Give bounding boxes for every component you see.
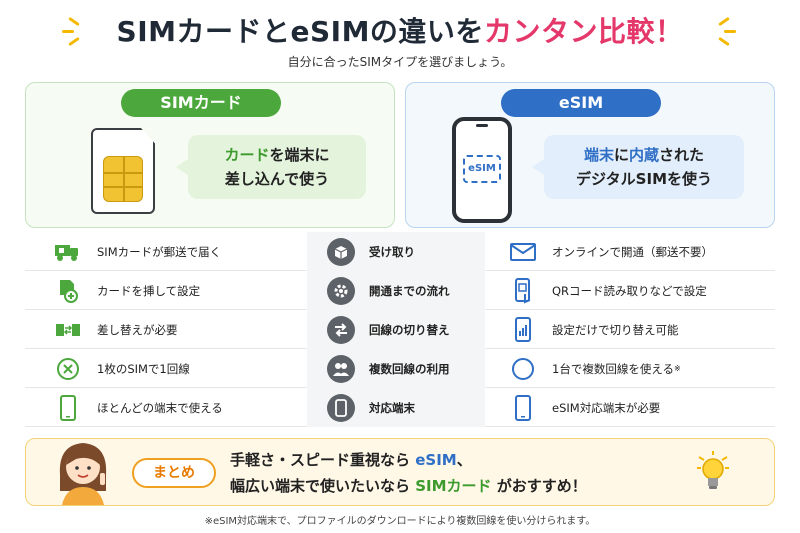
sim-card-description: カードを端末に 差し込んで使う [176, 135, 366, 199]
esim-description: 端末に内蔵された デジタルSIMを使う [532, 135, 744, 199]
sim-cell: カードを挿して設定 [25, 271, 307, 310]
table-row: 差し替えが必要 回線の切り替え 設定だけで切り替え可能 [25, 310, 775, 349]
esim-cell: eSIM対応端末が必要 [485, 388, 775, 427]
category-cell: 受け取り [307, 232, 485, 271]
cross-circle-icon [55, 356, 81, 382]
swap-card-icon [55, 317, 81, 343]
avatar [48, 435, 118, 505]
page-subtitle: 自分に合ったSIMタイプを選びましょう。 [287, 55, 513, 69]
comparison-table: SIMカードが郵送で届く 受け取り オンラインで開通（郵送不要） カードを挿して… [25, 232, 775, 427]
smartphone-icon [510, 394, 536, 421]
smartphone-icon [55, 394, 81, 421]
esim-panel: eSIM eSIM 端末に内蔵された デジタルSIMを使う [405, 82, 775, 228]
summary-box: まとめ 手軽さ・スピード重視なら eSIM、 幅広い端末で使いたいなら SIMカ… [25, 438, 775, 506]
sim-card-label: SIMカード [121, 89, 281, 117]
users-icon [327, 354, 355, 383]
table-row: カードを挿して設定 開通までの流れ QRコード読み取りなどで設定 [25, 271, 775, 310]
sparkle-left-icon [60, 16, 86, 47]
summary-line-1: 手軽さ・スピード重視なら eSIM、 [230, 451, 472, 469]
category-cell: 複数回線の利用 [307, 349, 485, 388]
category-cell: 開通までの流れ [307, 271, 485, 310]
smartphone-icon: eSIM [452, 117, 512, 223]
table-row: SIMカードが郵送で届く 受け取り オンラインで開通（郵送不要） [25, 232, 775, 271]
esim-cell: QRコード読み取りなどで設定 [485, 271, 775, 310]
esim-cell: 1台で複数回線を使える※ [485, 349, 775, 388]
phone-signal-icon [510, 316, 536, 343]
category-cell: 回線の切り替え [307, 310, 485, 349]
circle-icon [510, 356, 536, 382]
sim-card-panel: SIMカード カードを端末に 差し込んで使う [25, 82, 395, 228]
phone-tap-icon [510, 277, 536, 304]
page-title: SIMカードとeSIMの違いをカンタン比較！ [116, 15, 684, 48]
sim-cell: 差し替えが必要 [25, 310, 307, 349]
sim-cell: 1枚のSIMで1回線 [25, 349, 307, 388]
mail-icon [510, 239, 536, 265]
esim-chip-icon: eSIM [463, 155, 501, 183]
switch-arrows-icon [327, 315, 355, 344]
light-bulb-icon [696, 451, 730, 495]
delivery-truck-icon [55, 239, 81, 265]
summary-badge: まとめ [132, 458, 216, 488]
summary-line-2: 幅広い端末で使いたいなら SIMカード がおすすめ！ [230, 477, 587, 495]
footnote: ※eSIM対応端末で、プロファイルのダウンロードにより複数回線を使い分けられます… [204, 516, 596, 527]
sim-cell: ほとんどの端末で使える [25, 388, 307, 427]
package-icon [327, 237, 355, 266]
insert-card-icon [55, 278, 81, 304]
device-icon [327, 393, 355, 422]
category-cell: 対応端末 [307, 388, 485, 427]
esim-cell: 設定だけで切り替え可能 [485, 310, 775, 349]
sparkle-right-icon [714, 16, 740, 47]
sim-cell: SIMカードが郵送で届く [25, 232, 307, 271]
table-row: 1枚のSIMで1回線 複数回線の利用 1台で複数回線を使える※ [25, 349, 775, 388]
gear-icon [327, 276, 355, 305]
table-row: ほとんどの端末で使える 対応端末 eSIM対応端末が必要 [25, 388, 775, 427]
esim-cell: オンラインで開通（郵送不要） [485, 232, 775, 271]
sim-card-icon [91, 128, 155, 214]
esim-label: eSIM [501, 89, 661, 117]
